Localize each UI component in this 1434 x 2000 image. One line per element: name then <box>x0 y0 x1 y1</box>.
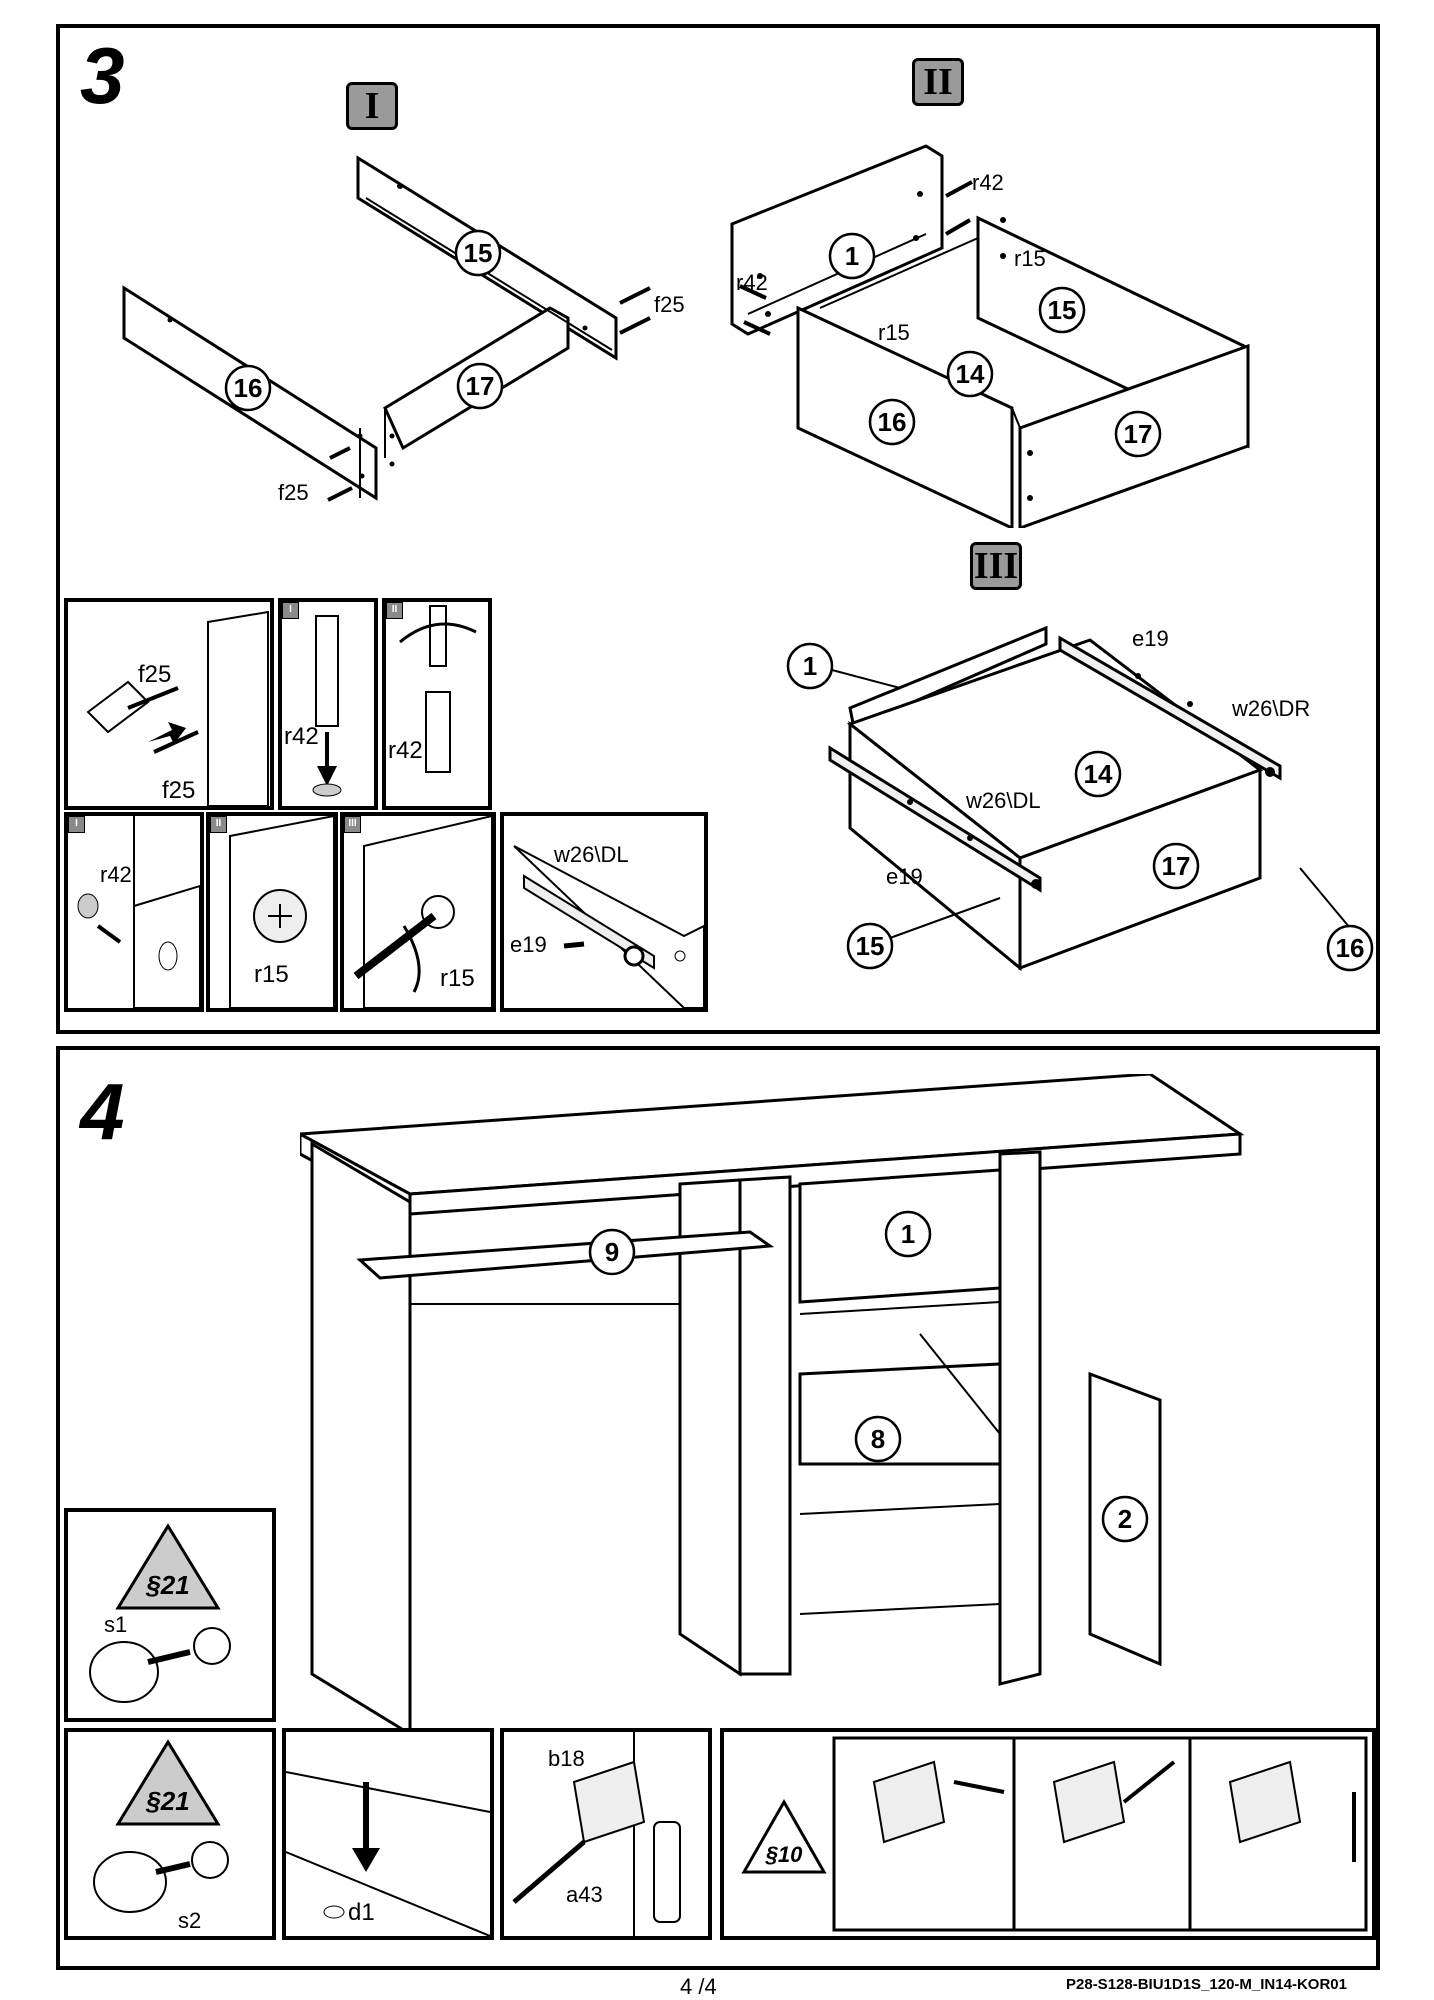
part-16-label-II: 16 <box>878 407 907 437</box>
document-code: P28-S128-BIU1D1S_120-M_IN14-KOR01 <box>1066 1976 1347 1993</box>
w26dl-inset-label: w26\DL <box>553 842 629 867</box>
w26dr-label: w26\DR <box>1231 696 1310 721</box>
r15-inset-label-III: r15 <box>440 965 475 992</box>
inset-r42-step-II: II r42 <box>382 598 492 810</box>
f25-label-lower: f25 <box>278 480 309 505</box>
inset-r15-III: III r15 <box>340 812 496 1012</box>
inset-tag-II: II <box>386 602 403 619</box>
part-17-label-III: 17 <box>1162 851 1191 881</box>
s2-cap-drawing: §21 s2 <box>93 1739 229 1933</box>
f25-detail-drawing: f25 f25 <box>86 610 269 806</box>
hinge-adjustment-drawing: §10 <box>741 1736 1368 1932</box>
step-3-number: 3 <box>80 31 125 120</box>
r15-inset-label-II: r15 <box>254 961 289 988</box>
part-17-label-II: 17 <box>1124 419 1153 449</box>
r42-r15-I-drawing: r42 <box>77 816 200 1008</box>
step-4-panel: 4 9 1 8 <box>56 1046 1380 1970</box>
r15-label-II-b: r15 <box>878 320 910 345</box>
inset-tag-II-b: II <box>210 816 227 833</box>
desk-assembly-drawing: 9 1 8 2 <box>300 1074 1245 1734</box>
r42-inset-label-III: r42 <box>100 862 132 887</box>
w26dl-label: w26\DL <box>965 788 1041 813</box>
inset-hinge-adjustment: §10 <box>720 1728 1376 1940</box>
substep-I-badge: I <box>346 82 398 130</box>
inset-r15-II: II r15 <box>206 812 338 1012</box>
substep-III-drawing: e19 w26\DR w26\DL e19 1 14 17 15 16 <box>786 625 1374 972</box>
part-1-label-II: 1 <box>845 241 859 271</box>
f25-inset-label-b: f25 <box>162 777 195 804</box>
part-8-label: 8 <box>871 1424 885 1454</box>
inset-r42-r15-I: I r42 <box>64 812 204 1012</box>
substep-II-drawing: r42 r42 r15 r15 1 15 14 16 17 <box>730 144 1250 528</box>
step-3-panel: 3 I II III f25 f25 <box>56 24 1380 1034</box>
r15-II-drawing: r15 <box>229 816 334 1008</box>
e19-inset-label: e19 <box>510 932 547 957</box>
r42-inset-label-I: r42 <box>284 723 319 750</box>
part-14-label-III: 14 <box>1084 759 1113 789</box>
r42-step-II-drawing: r42 <box>388 605 477 773</box>
step-4-number: 4 <box>80 1067 125 1156</box>
part-16-label-I: 16 <box>234 373 263 403</box>
page-number: 4 /4 <box>680 1974 717 1999</box>
inset-s1-cap: §21 s1 <box>64 1508 276 1722</box>
b18-label: b18 <box>548 1746 585 1771</box>
inset-d1-detail: d1 <box>282 1728 494 1940</box>
part-1-label-III: 1 <box>803 651 817 681</box>
inset-tag-I: I <box>282 602 299 619</box>
r42-step-I-drawing: r42 <box>284 615 342 797</box>
substep-II-badge: II <box>912 58 964 106</box>
part-14-label-II: 14 <box>956 359 985 389</box>
e19-label-III-bottom: e19 <box>886 864 923 889</box>
s2-label: s2 <box>178 1908 201 1933</box>
sign-21-label-a: §21 <box>145 1570 189 1600</box>
sign-10-label: §10 <box>765 1842 803 1867</box>
sign-21-label-b: §21 <box>145 1786 189 1816</box>
part-9-label: 9 <box>605 1237 619 1267</box>
hinge-b18-drawing: b18 a43 <box>512 1732 681 1936</box>
part-15-label-I: 15 <box>464 238 493 268</box>
r42-label-II-a: r42 <box>972 170 1004 195</box>
e19-label-III-top: e19 <box>1132 626 1169 651</box>
part-2-label: 2 <box>1118 1504 1132 1534</box>
inset-tag-III: III <box>344 816 361 833</box>
inset-s2-cap: §21 s2 <box>64 1728 276 1940</box>
part-17-label-I: 17 <box>466 371 495 401</box>
part-1-label-4: 1 <box>901 1219 915 1249</box>
f25-inset-label-a: f25 <box>138 661 171 688</box>
part-15-label-III: 15 <box>856 931 885 961</box>
r42-inset-label-II: r42 <box>388 737 423 764</box>
r15-III-drawing: r15 <box>353 816 492 1008</box>
s1-cap-drawing: §21 s1 <box>89 1523 231 1703</box>
inset-w26dl-detail: w26\DL e19 <box>500 812 708 1012</box>
inset-tag-I-b: I <box>68 816 85 833</box>
d1-label: d1 <box>348 1899 375 1926</box>
s1-label: s1 <box>104 1612 127 1637</box>
r15-label-II-a: r15 <box>1014 246 1046 271</box>
f25-label-upper: f25 <box>654 292 685 317</box>
d1-detail-drawing: d1 <box>286 1771 490 1936</box>
w26dl-detail-drawing: w26\DL e19 <box>510 842 704 1008</box>
inset-f25-detail: f25 f25 <box>64 598 274 810</box>
a43-label: a43 <box>566 1882 603 1907</box>
inset-hinge-b18: b18 a43 <box>500 1728 712 1940</box>
r42-label-II-b: r42 <box>736 270 768 295</box>
part-15-label-II: 15 <box>1048 295 1077 325</box>
inset-r42-step-I: I r42 <box>278 598 378 810</box>
substep-III-badge: III <box>970 542 1022 590</box>
substep-I-drawing: f25 f25 15 16 17 <box>122 155 685 505</box>
part-16-label-III: 16 <box>1336 933 1365 963</box>
